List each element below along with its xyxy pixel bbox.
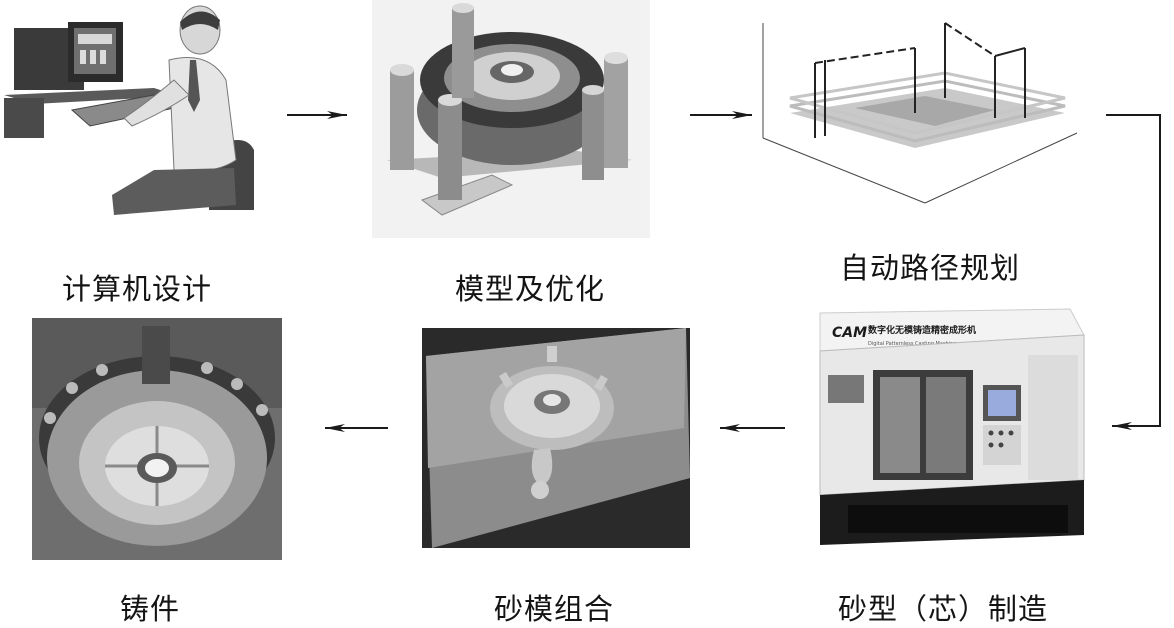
label-sand-mold-assembly: 砂模组合 bbox=[494, 586, 614, 628]
arrow-3-to-4 bbox=[1106, 115, 1160, 426]
label-casting: 铸件 bbox=[120, 586, 180, 628]
label-computer-design: 计算机设计 bbox=[62, 266, 212, 308]
label-path-planning: 自动路径规划 bbox=[840, 245, 1020, 287]
label-sand-mold-making: 砂型（芯）制造 bbox=[838, 586, 1048, 628]
label-model-optimization: 模型及优化 bbox=[455, 266, 605, 308]
